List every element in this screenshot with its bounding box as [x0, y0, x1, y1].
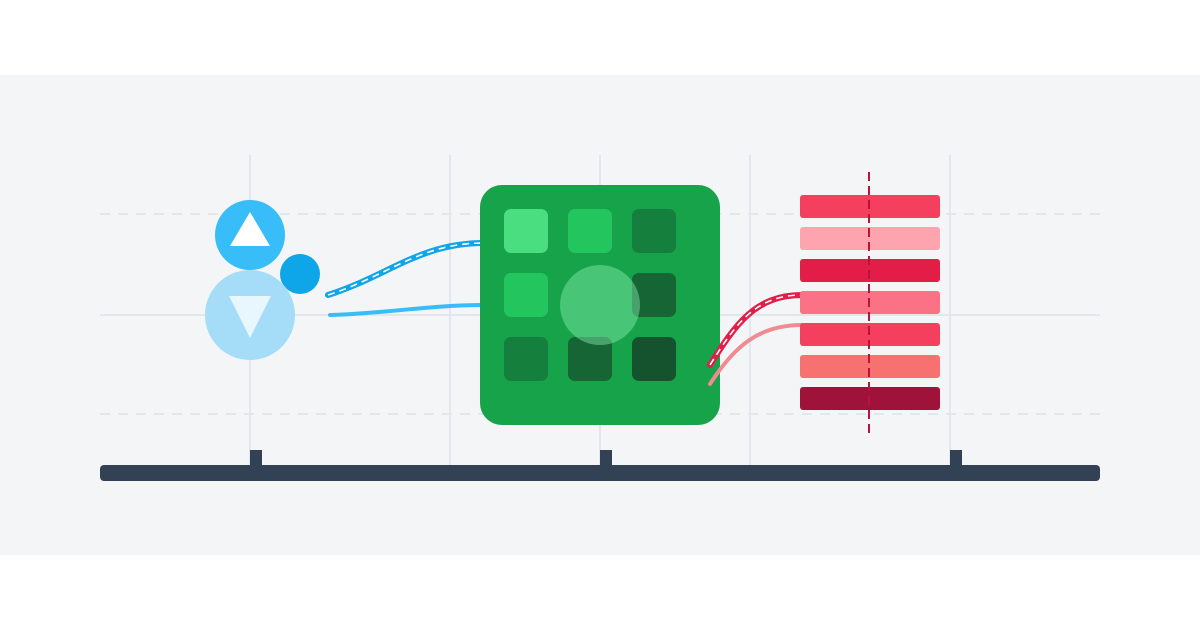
down-triangle-glyph: [229, 296, 271, 338]
green-cell: [568, 337, 612, 381]
baseline-tick-center: [600, 450, 612, 468]
blue-connectors: [325, 240, 487, 317]
baseline-bar: [100, 465, 1100, 481]
green-cell: [504, 273, 548, 317]
red-stack-bar: [800, 355, 940, 378]
blue-connector-upper-dash: [327, 242, 485, 296]
green-cell: [632, 273, 676, 317]
blue-shape-group: [205, 200, 320, 360]
dot-icon: [280, 254, 320, 294]
red-connector-dark-dash: [709, 294, 803, 366]
green-cell: [568, 273, 612, 317]
baseline-tick-left: [250, 450, 262, 468]
baseline-axis: [100, 450, 1100, 481]
blue-connector-lower: [328, 303, 486, 317]
green-cell: [568, 209, 612, 253]
green-cells: [504, 209, 676, 381]
red-connector-pink: [708, 323, 804, 386]
green-cell: [632, 337, 676, 381]
green-cell: [632, 209, 676, 253]
green-center-overlay: [560, 265, 640, 345]
green-grid-block: [480, 185, 720, 425]
baseline-tick-right: [950, 450, 962, 468]
red-connectors: [707, 292, 805, 386]
up-triangle-glyph: [230, 212, 270, 246]
green-cell: [504, 337, 548, 381]
green-cell: [504, 209, 548, 253]
red-stack-bar: [800, 227, 940, 250]
